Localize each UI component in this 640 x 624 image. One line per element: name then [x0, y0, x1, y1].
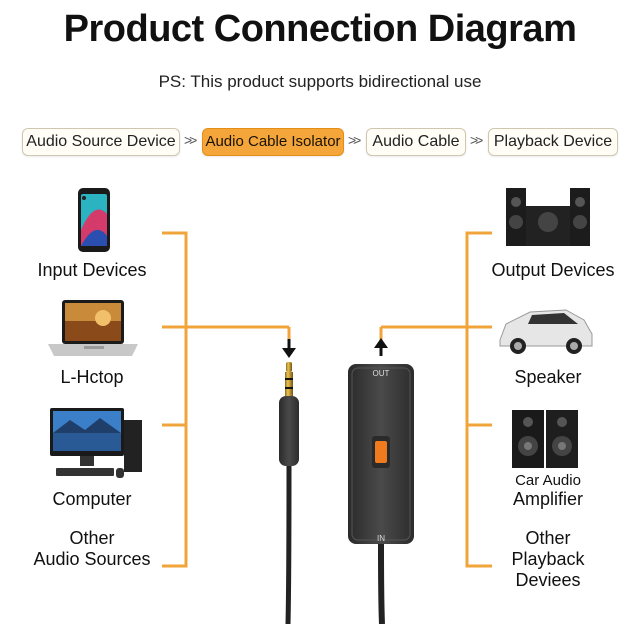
- flow-chevron: >>: [348, 132, 361, 148]
- label-laptop: L-Hctop: [60, 367, 124, 387]
- label-other-playback-devices: Other Playback Deviees: [484, 528, 612, 591]
- flow-step-audio-cable: Audio Cable: [366, 128, 466, 156]
- flow-chevron: >>: [184, 132, 197, 148]
- laptop-icon: [48, 300, 138, 356]
- audio-jack-plug: [279, 362, 299, 624]
- audio-cable-isolator: [348, 364, 414, 624]
- flow-chevron: >>: [470, 132, 483, 148]
- isolator-out-label: OUT: [373, 369, 390, 378]
- desktop-computer-icon: [50, 408, 142, 478]
- page-subtitle: PS: This product supports bidirectional …: [158, 72, 482, 91]
- bookshelf-speakers-icon: [512, 410, 578, 468]
- flow-step-audio-source: Audio Source Device: [22, 128, 180, 156]
- isolator-in-label: IN: [377, 534, 385, 543]
- arrow-down-icon: [282, 339, 296, 358]
- arrow-up-icon: [374, 338, 388, 356]
- label-line: Audio Sources: [33, 549, 151, 569]
- label-line: Playback: [511, 549, 585, 569]
- label-line: Deviees: [515, 570, 581, 590]
- label-line: Amplifier: [512, 489, 583, 509]
- label-computer: Computer: [52, 489, 132, 509]
- flow-step-isolator: Audio Cable Isolator: [202, 128, 344, 156]
- label-speaker: Speaker: [514, 367, 582, 387]
- label-line: Other: [69, 528, 115, 548]
- label-line: Car Audio: [515, 472, 581, 489]
- label-input-devices: Input Devices: [37, 260, 147, 280]
- label-line: Other: [525, 528, 571, 548]
- flow-step-playback: Playback Device: [488, 128, 618, 156]
- car-icon: [499, 309, 593, 354]
- label-car-audio-amplifier: Car Audio Amplifier: [484, 472, 612, 510]
- page-title: Product Connection Diagram: [63, 8, 577, 50]
- right-bracket: [379, 231, 492, 568]
- left-bracket: [162, 231, 291, 568]
- speaker-system-icon: [506, 188, 590, 246]
- label-other-audio-sources: Other Audio Sources: [22, 528, 162, 570]
- label-output-devices: Output Devices: [491, 260, 615, 280]
- smartphone-icon: [78, 188, 110, 252]
